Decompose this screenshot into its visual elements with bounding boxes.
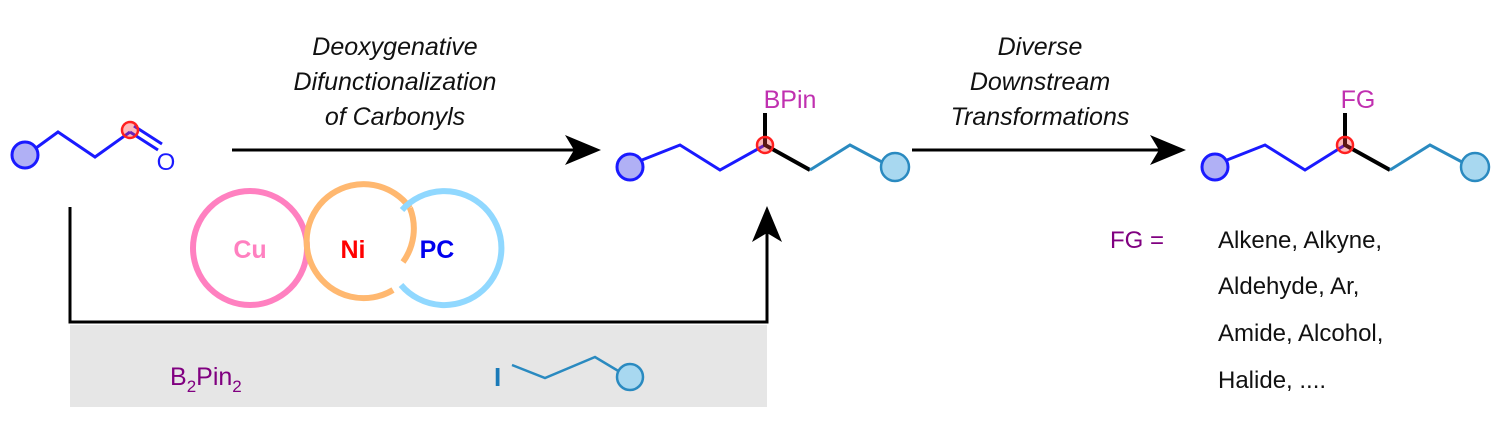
- bpin-label: BPin: [764, 86, 817, 114]
- step1-line3: of Carbonyls: [325, 103, 465, 131]
- carbonyl-substrate: O: [10, 120, 176, 176]
- fg-label: FG: [1341, 86, 1376, 114]
- bracket-arrow: [68, 206, 782, 324]
- step2-line1: Diverse: [998, 33, 1083, 61]
- step2-line2: Downstream: [970, 68, 1110, 96]
- fg-line-2: Aldehyde, Ar,: [1218, 273, 1359, 300]
- alkyl-iodide: I: [494, 355, 645, 392]
- step1-line1: Deoxygenative: [312, 33, 477, 61]
- fg-line-4: Halide, ....: [1218, 367, 1326, 394]
- iodine-label: I: [494, 362, 501, 392]
- cu-label: Cu: [233, 236, 266, 264]
- reagent-box: [70, 325, 767, 407]
- pc-label: PC: [420, 236, 455, 264]
- fg-line-1: Alkene, Alkyne,: [1218, 227, 1382, 254]
- fg-prefix: FG =: [1110, 227, 1164, 254]
- b2pin2-label: B2Pin2: [170, 363, 242, 396]
- fg-line-3: Amide, Alcohol,: [1218, 320, 1383, 347]
- step2-line3: Transformations: [951, 103, 1130, 131]
- ni-label: Ni: [341, 236, 366, 264]
- step1-line2: Difunctionalization: [294, 68, 497, 96]
- catalyst-rings: Cu Ni PC: [190, 181, 505, 309]
- oxygen-label: O: [157, 149, 176, 176]
- functionalized-product: FG: [1200, 86, 1491, 183]
- boronate-product: BPin: [615, 86, 911, 183]
